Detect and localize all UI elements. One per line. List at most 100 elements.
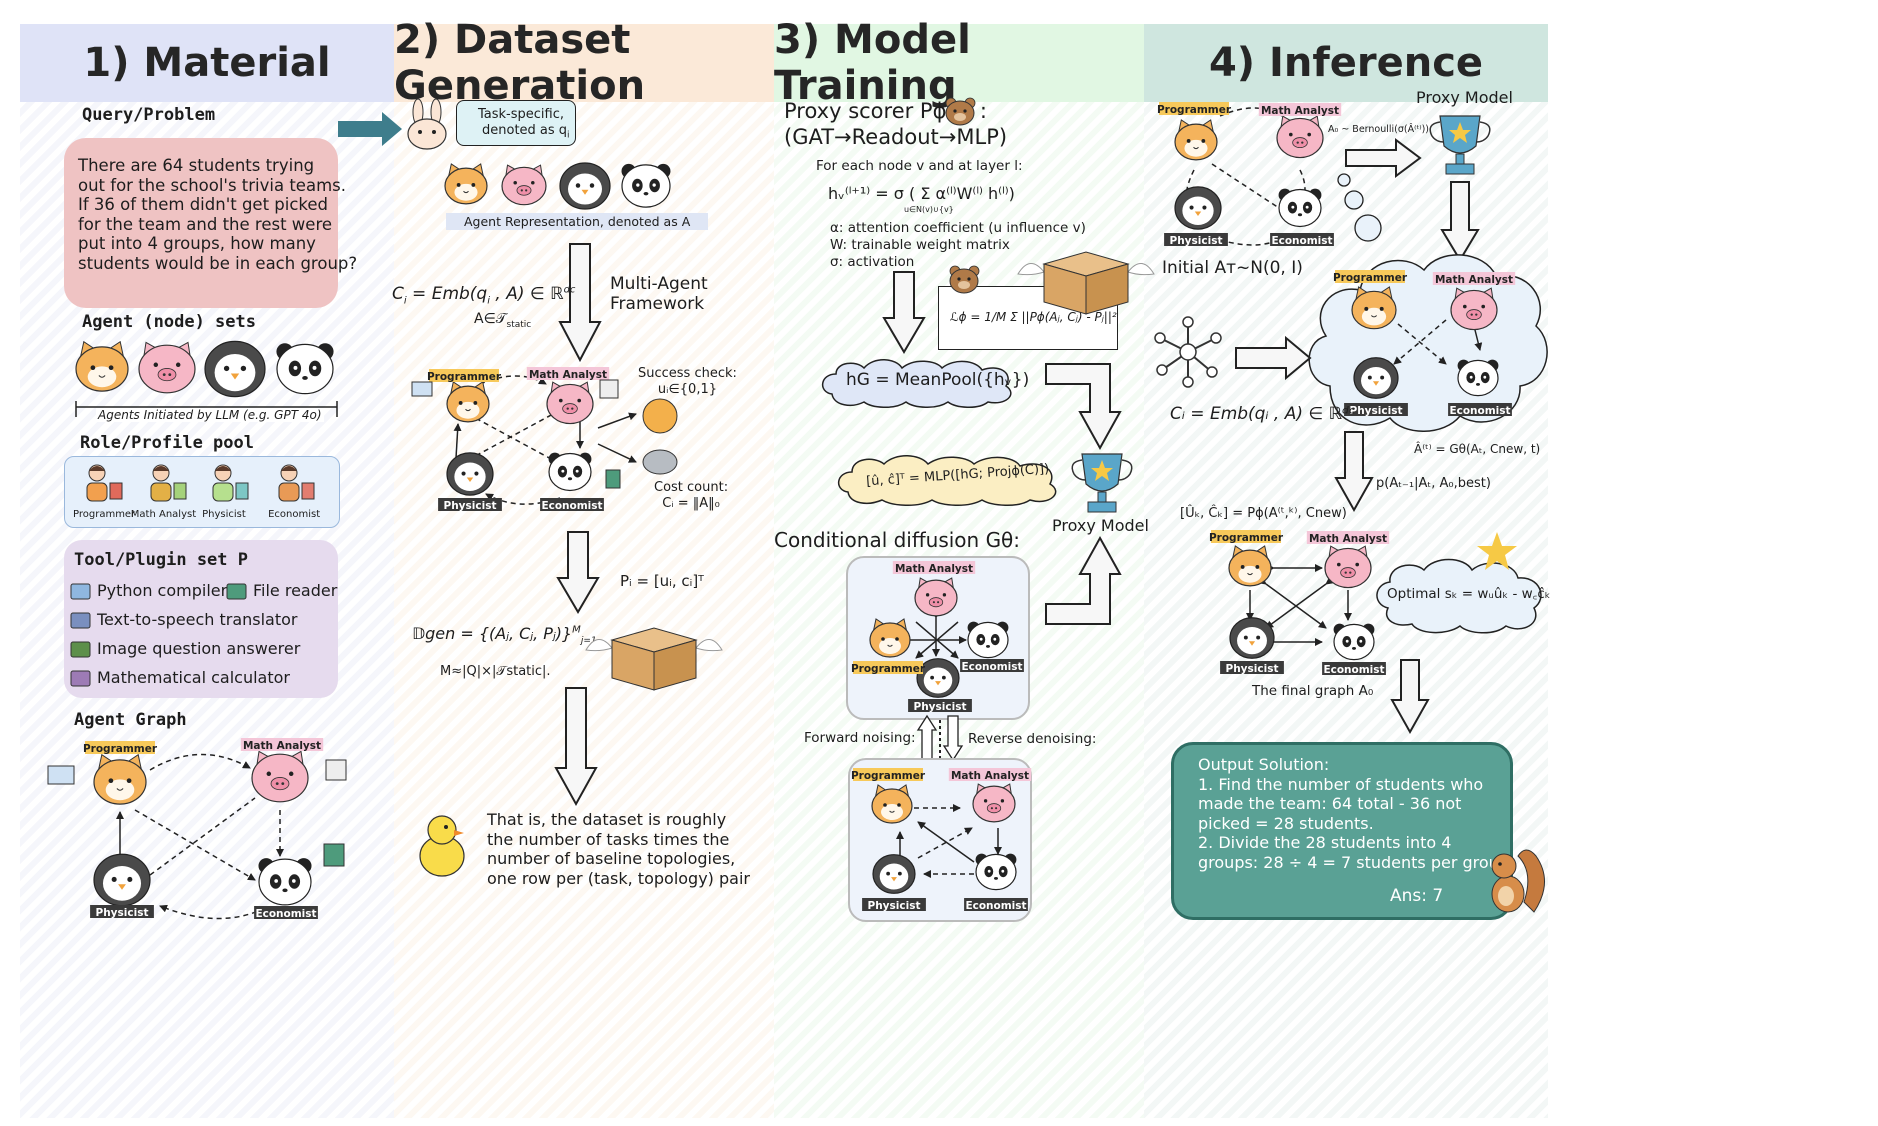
conclusion-line: one row per (task, topology) pair [487, 868, 750, 888]
pig-agent-icon [546, 381, 594, 425]
loss-formula: ℒϕ = 1/M Σ ||Pϕ(Aⱼ, Cⱼ) - Pⱼ||² [950, 310, 1117, 324]
task-box-line1: Task-specific, [478, 107, 564, 122]
cat-agent-icon [446, 381, 490, 423]
conditional-diffusion-label: Conditional diffusion Gθ: [774, 528, 1021, 552]
svg-text:Math Analyst: Math Analyst [529, 369, 607, 381]
output-line: 1. Find the number of students who [1198, 774, 1484, 794]
svg-text:Math Analyst: Math Analyst [1435, 274, 1513, 286]
training-box-icon [1017, 251, 1155, 315]
svg-text:Math Analyst: Math Analyst [951, 770, 1029, 782]
output-solution-text: Output Solution:1. Find the number of st… [1198, 755, 1514, 872]
tool-icon [70, 670, 91, 687]
arrow-down-inference-2 [1334, 431, 1374, 513]
elephant-cost-icon [642, 449, 678, 475]
role-label: Programmer [427, 369, 502, 383]
svg-text:Physicist: Physicist [914, 701, 967, 713]
arrow-down-dataset-2 [556, 531, 600, 614]
calculator-icon [325, 759, 347, 781]
tool-item: Image question answerer [97, 639, 301, 658]
svg-text:Physicist: Physicist [1170, 235, 1223, 247]
svg-text:Programmer: Programmer [1157, 104, 1232, 116]
output-solution-box [1171, 742, 1513, 920]
pig-agent-icon [1324, 545, 1372, 589]
arrow-down-dataset-1 [558, 243, 602, 363]
bernoulli-formula: A₀ ~ Bernoulli(σ(Â⁽ᵗ⁾)) [1328, 124, 1429, 135]
agent-representation-row [444, 162, 671, 210]
penguin-agent-icon [916, 658, 960, 698]
file-icon [323, 843, 345, 867]
role-label: Physicist [438, 498, 502, 512]
header-inference: 4) Inference [1144, 24, 1548, 102]
query-line: students would be in each group? [78, 253, 358, 273]
elbow-arrow-up [1045, 535, 1122, 625]
svg-text:Programmer: Programmer [851, 770, 926, 782]
sigma-definition: σ: activation [830, 254, 915, 270]
svg-text:Math Analyst: Math Analyst [1309, 533, 1387, 545]
arrow-right-bernoulli [1345, 138, 1422, 178]
role-label: Math Analyst [1432, 272, 1516, 286]
w-definition: W: trainable weight matrix [830, 237, 1010, 253]
proxy-model-label-inference: Proxy Model [1416, 88, 1513, 107]
forward-noising-label: Forward noising: [804, 730, 916, 746]
svg-text:Physicist: Physicist [96, 907, 149, 919]
query-to-task-arrow [338, 112, 402, 146]
header-training: 3) Model Training [774, 17, 1144, 109]
svg-text:Economist: Economist [961, 661, 1022, 673]
query-line: out for the school's trivia teams. [78, 175, 346, 195]
ahat-formula: Â⁽ᵗ⁾ = Gθ(Aₜ, Cnew, t) [1414, 442, 1541, 456]
output-line: groups: 28 ÷ 4 = 7 students per group. [1198, 852, 1515, 872]
role-label: Economist [960, 659, 1024, 673]
query-line: If 36 of them didn't get picked [78, 195, 329, 215]
svg-text:Economist: Economist [965, 900, 1026, 912]
role-label: Math Analyst [1306, 531, 1390, 545]
role-label: Physicist [1220, 661, 1284, 675]
panda-agent-icon [548, 452, 592, 492]
optimal-formula: Optimal sₖ = wᵤûₖ - w꜀ĉₖ [1387, 586, 1551, 602]
cat-agent-icon [75, 340, 129, 392]
tool-item: Mathematical calculator [97, 668, 290, 687]
task-box-line2: denoted as qi [482, 123, 570, 141]
task-bunny-icon [407, 98, 447, 150]
h-formula-sub: u∈N(v)∪{v} [904, 205, 954, 214]
conclusion-line: That is, the dataset is roughly [487, 810, 727, 829]
svg-text:Programmer: Programmer [1333, 272, 1408, 284]
svg-text:Programmer: Programmer [1209, 532, 1284, 544]
role-label: Math Analyst [892, 561, 976, 575]
pig-agent-icon [1450, 287, 1498, 331]
task-box [456, 100, 576, 146]
svg-text:Programmer: Programmer [427, 371, 502, 383]
query-line: put into 4 groups, how many [78, 234, 316, 254]
each-node-label: For each node v and at layer l: [816, 158, 1023, 174]
role-name: Physicist [202, 509, 246, 520]
proxy-scorer-title: Proxy scorer Pϕ : (GAT→Readout→MLP) [784, 99, 1008, 149]
answer-label: Ans: 7 [1390, 886, 1444, 906]
file-icon [605, 469, 621, 489]
output-line: Output Solution: [1198, 755, 1330, 774]
role-label: Physicist [90, 905, 154, 919]
agent-representation-label: Agent Representation, denoted as A [446, 213, 709, 230]
pig-agent-icon [972, 783, 1016, 823]
optimal-cloud [1376, 558, 1542, 634]
svg-text:Math Analyst: Math Analyst [895, 563, 973, 575]
arrow-down-training-1 [882, 271, 926, 354]
role-pool-title: Role/Profile pool [80, 433, 254, 453]
svg-text:Physicist: Physicist [1350, 405, 1403, 417]
cat-agent-icon [1174, 119, 1218, 161]
cat-agent-icon [869, 618, 911, 658]
role-label: Physicist [862, 898, 926, 912]
pig-agent-icon [1276, 115, 1324, 159]
pig-agent-icon [914, 577, 958, 617]
panda-agent-icon [258, 858, 312, 906]
pig-agent-icon [138, 341, 196, 394]
pig-agent-icon [501, 164, 547, 206]
cat-agent-icon [444, 163, 488, 205]
pi-formula: Pᵢ = [uᵢ, cᵢ]ᵀ [620, 572, 704, 590]
initial-formula: Initial Aᴛ~N(0, I) [1162, 258, 1303, 278]
elbow-arrow-down [1045, 363, 1122, 451]
penguin-agent-icon [559, 162, 611, 210]
agent-sets-title: Agent (node) sets [82, 312, 256, 332]
svg-text:Economist: Economist [255, 908, 316, 920]
